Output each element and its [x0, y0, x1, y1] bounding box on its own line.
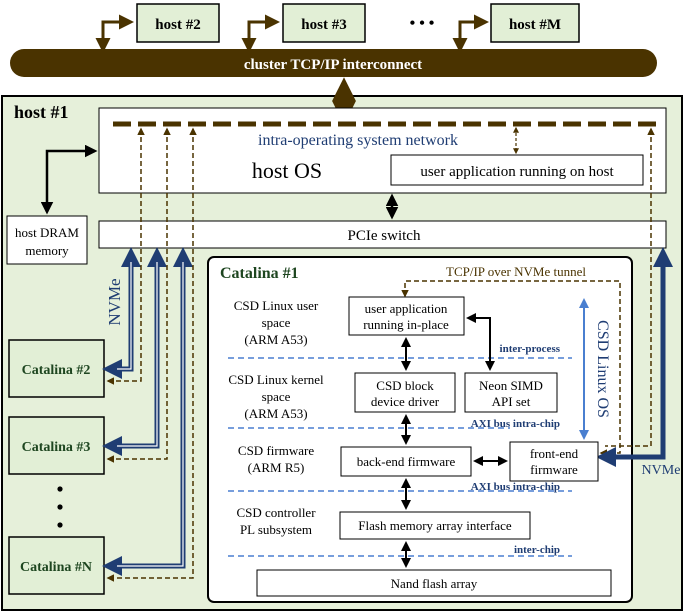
- dram-os-link: [40, 144, 98, 215]
- csd-block-driver-block: CSD block device driver: [354, 372, 456, 413]
- layer-label: space: [262, 315, 291, 330]
- layer-labels: CSD Linux user space (ARM A53) CSD Linux…: [228, 298, 324, 537]
- block-label: running in-place: [363, 317, 449, 332]
- nand-flash-block: Nand flash array: [256, 569, 612, 597]
- tunnel-label: TCP/IP over NVMe tunnel: [446, 264, 586, 279]
- block-label: back-end firmware: [357, 454, 456, 469]
- block-label: front-end: [530, 446, 579, 461]
- devices-ellipsis: [57, 486, 63, 528]
- host-1-title: host #1: [14, 102, 69, 122]
- nvme-right-label: NVMe: [642, 463, 681, 478]
- layer-label: (ARM A53): [244, 406, 307, 421]
- csd-user-app-block: user application running in-place: [348, 296, 465, 336]
- boundary-lines: [228, 357, 572, 557]
- host-links: [95, 14, 489, 53]
- boundary-labels: inter-process AXI bus intra-chip AXI bus…: [471, 343, 561, 556]
- nvme-link-right: [596, 247, 673, 467]
- layer-label: CSD firmware: [238, 443, 314, 458]
- boundary-label: AXI bus intra-chip: [471, 481, 560, 493]
- remote-host-2: host #2: [136, 3, 220, 43]
- dram-label-line2: memory: [25, 243, 69, 258]
- host-user-app-label: user application running on host: [420, 164, 614, 180]
- catalina-device-2: Catalina #2: [8, 339, 105, 398]
- backend-firmware-block: back-end firmware: [340, 446, 472, 477]
- remote-host-label: host #M: [509, 17, 561, 33]
- layer-label: (ARM A53): [244, 332, 307, 347]
- remote-host-label: host #3: [301, 17, 346, 33]
- host-os-box: intra-operating system network host OS u…: [98, 107, 667, 194]
- boundary-label: inter-process: [500, 343, 561, 355]
- block-label: device driver: [371, 394, 440, 409]
- layer-label: space: [262, 389, 291, 404]
- pcie-switch: PCIe switch: [98, 220, 667, 249]
- block-label: Neon SIMD: [479, 378, 543, 393]
- block-label: Nand flash array: [391, 576, 478, 591]
- dram-label-line1: host DRAM: [15, 225, 79, 240]
- device-label: Catalina #2: [22, 363, 91, 378]
- host-user-app-box: [390, 154, 644, 186]
- block-label: API set: [492, 394, 531, 409]
- device-label: Catalina #N: [20, 560, 92, 575]
- block-label: user application: [365, 301, 448, 316]
- tunnel-links-left: [106, 127, 197, 582]
- remote-host-3: host #3: [282, 3, 366, 43]
- pcie-label: PCIe switch: [348, 228, 421, 244]
- nvme-left-label: NVMe: [105, 278, 124, 325]
- boundary-label: AXI bus intra-chip: [471, 418, 560, 430]
- boundary-label: inter-chip: [514, 544, 560, 556]
- host-os-label: host OS: [252, 158, 322, 183]
- catalina-device-3: Catalina #3: [8, 416, 105, 475]
- device-label: Catalina #3: [22, 440, 91, 455]
- neon-simd-block: Neon SIMD API set: [464, 372, 558, 413]
- network-label: intra-operating system network: [258, 132, 458, 149]
- block-label: firmware: [530, 462, 578, 477]
- internal-links: [401, 313, 508, 568]
- flash-interface-block: Flash memory array interface: [339, 511, 531, 540]
- remote-host-label: host #2: [155, 17, 200, 33]
- layer-label: CSD controller: [236, 505, 316, 520]
- catalina-device-n: Catalina #N: [8, 536, 105, 595]
- layer-label: CSD Linux user: [234, 298, 319, 313]
- frontend-firmware-block: front-end firmware: [509, 441, 599, 482]
- layer-label: CSD Linux kernel: [228, 372, 324, 387]
- remote-host-m: host #M: [490, 3, 580, 43]
- catalina-1-title: Catalina #1: [220, 265, 299, 282]
- block-label: Flash memory array interface: [358, 518, 512, 533]
- block-label: CSD block: [376, 378, 434, 393]
- interconnect-label: cluster TCP/IP interconnect: [244, 57, 422, 73]
- layer-label: (ARM R5): [248, 460, 305, 475]
- layer-label: PL subsystem: [240, 522, 312, 537]
- cluster-interconnect: cluster TCP/IP interconnect: [10, 49, 657, 77]
- linux-os-label: CSD Linux OS: [594, 320, 611, 418]
- host-dram-box: host DRAM memory: [6, 215, 88, 265]
- hosts-ellipsis: • • •: [410, 15, 435, 32]
